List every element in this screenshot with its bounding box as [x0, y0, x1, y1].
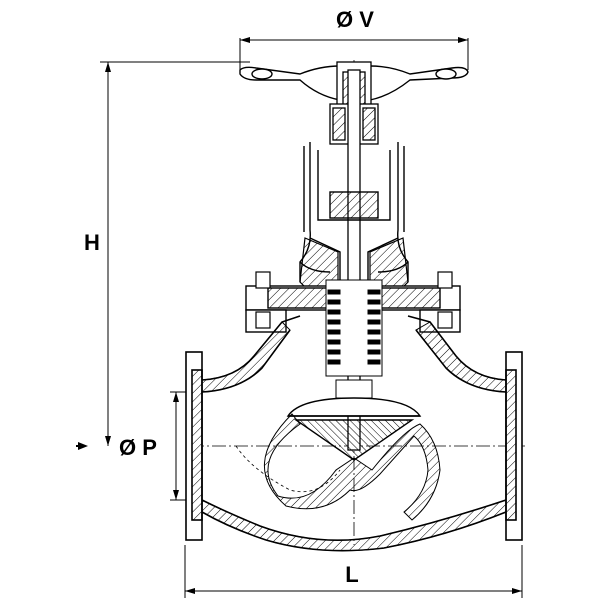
dimension-p-label: Ø P	[119, 435, 157, 460]
dimension-l-label: L	[345, 562, 358, 587]
valve-disc	[286, 397, 422, 461]
flange-bolts	[255, 271, 453, 329]
dimension-h	[100, 61, 250, 446]
dimension-p	[76, 391, 190, 501]
dimension-l	[184, 545, 523, 598]
bellows	[325, 279, 383, 399]
bonnet-yoke	[299, 142, 409, 286]
dimension-v	[239, 37, 469, 70]
dimension-h-label: H	[84, 230, 100, 255]
body-walls	[201, 321, 507, 552]
dimension-v-label: Ø V	[336, 7, 374, 32]
bonnet-walls	[299, 237, 409, 293]
